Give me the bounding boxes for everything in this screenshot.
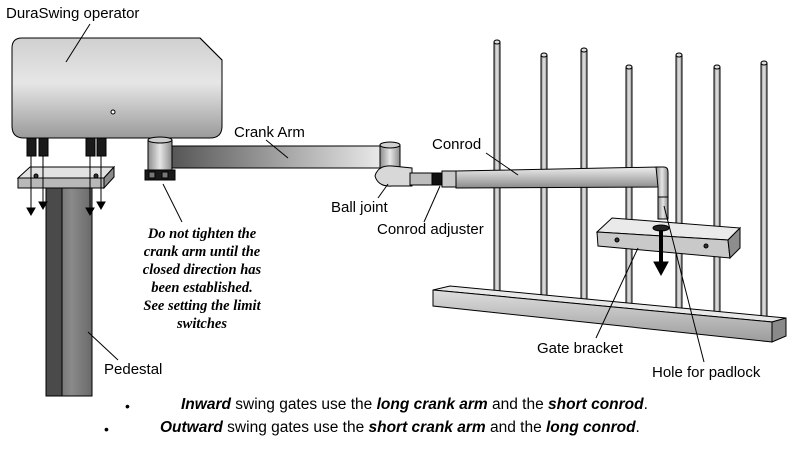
leader-ball-joint	[377, 183, 389, 199]
bullet-bold: long crank arm	[376, 396, 488, 413]
conrod	[409, 166, 669, 220]
leader-conrod	[485, 152, 519, 176]
leader-hole-for-padlock	[663, 205, 705, 363]
label-operator: DuraSwing operator	[6, 5, 139, 22]
label-pedestal: Pedestal	[104, 361, 162, 378]
note-line: crank arm until the	[143, 244, 261, 260]
bullet-bold: short crank arm	[368, 419, 486, 436]
bullet-text: swing gates use the	[222, 419, 369, 436]
leader-crank-arm	[265, 139, 289, 159]
mounting-plate	[16, 165, 116, 190]
gate-bracket	[595, 217, 742, 277]
bullet-outward: Outward swing gates use the short crank …	[160, 419, 640, 437]
bullet-text: .	[643, 396, 648, 413]
bullet-bold: long conrod	[546, 419, 636, 436]
label-conrod: Conrod	[432, 136, 481, 153]
bullet-bold: short conrod	[548, 396, 644, 413]
note-line: switches	[177, 316, 227, 332]
bullet-text: and the	[485, 419, 546, 436]
bullet-dot: •	[104, 421, 109, 437]
ball-joint	[374, 141, 413, 187]
gate-bottom-rail	[432, 285, 787, 343]
label-gate-bracket: Gate bracket	[537, 340, 624, 357]
note-line: Do not tighten the	[147, 226, 257, 242]
label-ball-joint: Ball joint	[331, 199, 389, 216]
crank-arm	[144, 136, 381, 181]
label-hole-for-padlock: Hole for padlock	[652, 364, 761, 381]
bullet-text: and the	[487, 396, 549, 413]
caution-note: Do not tighten the crank arm until the c…	[112, 225, 292, 333]
pedestal	[45, 185, 93, 397]
leader-conrod-adjuster	[423, 185, 441, 223]
mounting-bolts	[26, 156, 106, 217]
leader-gate-bracket	[595, 247, 639, 339]
label-conrod-adjuster: Conrod adjuster	[377, 221, 484, 238]
leader-pedestal	[87, 331, 119, 361]
bullet-text: .	[635, 419, 640, 436]
leader-note	[162, 183, 183, 223]
bullet-bold: Inward	[181, 396, 231, 413]
note-line: closed direction has	[142, 262, 262, 278]
leader-operator	[65, 23, 91, 63]
note-line: been established.	[151, 280, 253, 296]
bullet-inward: Inward swing gates use the long crank ar…	[181, 396, 648, 414]
duraswing-operator	[11, 37, 223, 157]
label-crank-arm: Crank Arm	[234, 124, 305, 141]
bullet-bold: Outward	[160, 419, 223, 436]
note-line: See setting the limit	[143, 298, 261, 314]
bullet-dot: •	[125, 398, 130, 414]
bullet-text: swing gates use the	[230, 396, 377, 413]
